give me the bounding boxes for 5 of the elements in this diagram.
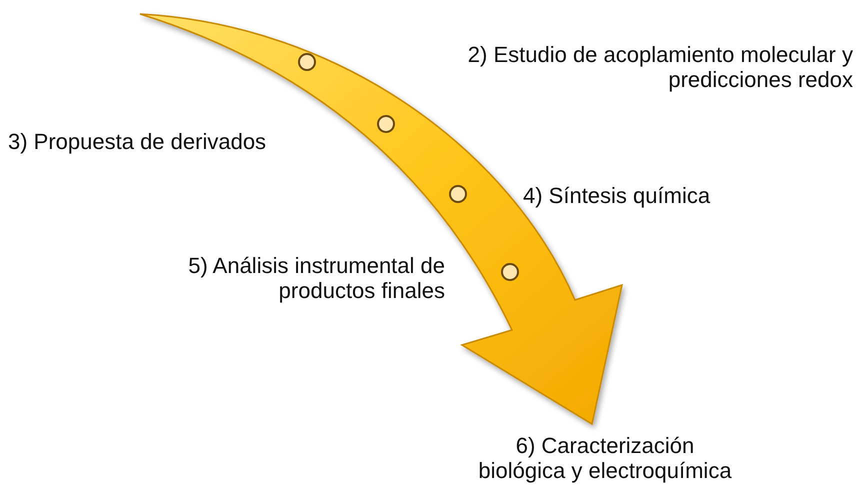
step-label: 3) Propuesta de derivados [8,129,268,154]
step-label: 4) Síntesis química [523,183,712,208]
step-label: 6) Caracterización biológica y electroquímica [477,433,733,483]
step-label: 5) Análisis instrumental de productos finales [187,253,445,303]
step-label: 2) Estudio de acoplamiento molecular y predicciones redox [466,42,853,92]
